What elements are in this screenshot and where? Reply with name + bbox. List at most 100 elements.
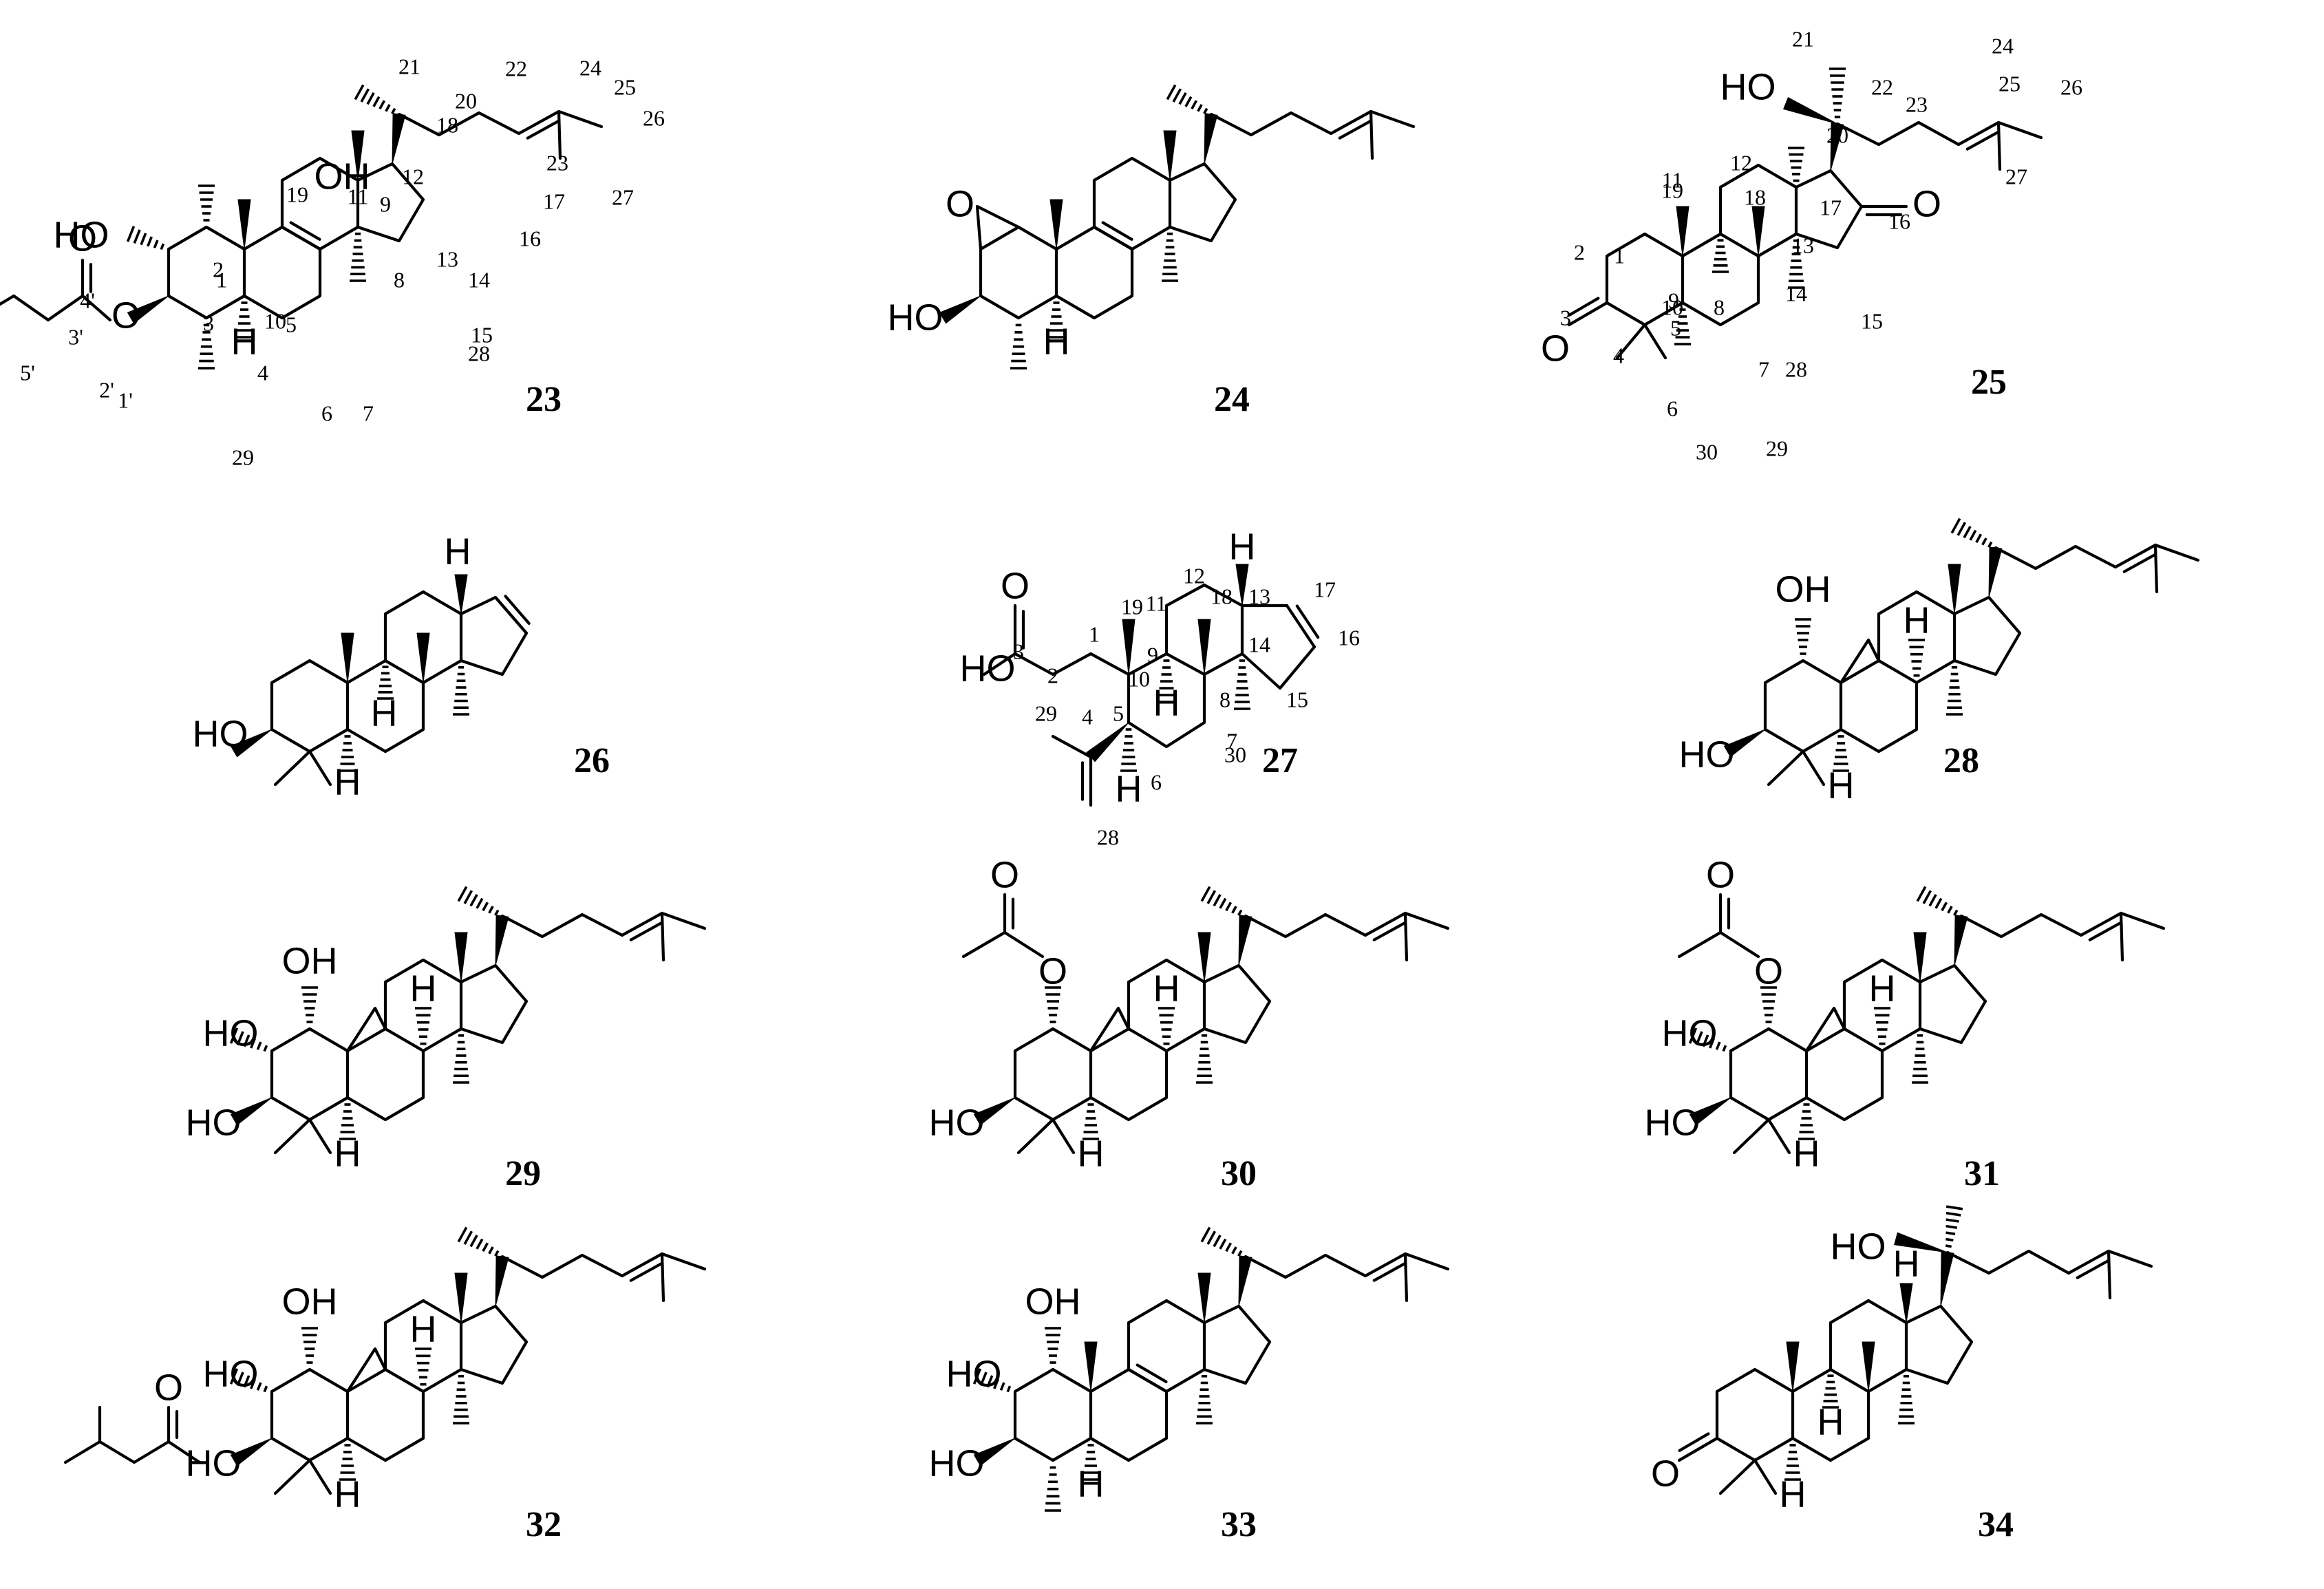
bond xyxy=(345,1367,425,1462)
atom-label-hydroxyl: HO xyxy=(1720,66,1776,107)
bond xyxy=(1767,1118,1791,1155)
atom-label-hydrogen: H xyxy=(1153,682,1180,723)
locant-label: 16 xyxy=(1888,209,1910,233)
hashed-bond xyxy=(453,1034,469,1084)
wedge-bond xyxy=(1086,722,1129,762)
hashed-bond xyxy=(1898,1374,1915,1425)
compound-number: 32 xyxy=(526,1505,562,1544)
atom-label-hydroxyl_r: OH xyxy=(282,1281,338,1322)
wedge-bond xyxy=(1235,564,1249,606)
atom-label-hydrogen: H xyxy=(410,1308,437,1350)
locant-label: 5 xyxy=(1670,315,1681,340)
wedge-bond xyxy=(230,1097,273,1126)
locant-label: 5 xyxy=(286,312,297,337)
wedge-bond xyxy=(973,1097,1016,1126)
locant-label: 12 xyxy=(402,164,424,189)
locant-label: 10 xyxy=(1661,295,1683,319)
wedge-bond xyxy=(351,130,365,181)
hashed-bond xyxy=(453,665,469,716)
locant-label: 6 xyxy=(321,401,332,425)
bond xyxy=(1681,232,1760,327)
bond xyxy=(2107,1249,2153,1268)
hashed-bond xyxy=(1829,67,1846,118)
wedge-bond xyxy=(127,295,169,324)
atom-label-hydrogen: H xyxy=(1078,1133,1105,1174)
bond xyxy=(1338,120,1372,140)
atom-label-hydroxyl_r: OH xyxy=(1025,1281,1081,1322)
wedge-bond xyxy=(1197,619,1211,675)
locant-label: 1 xyxy=(1089,621,1100,646)
wedge-bond xyxy=(1084,1341,1098,1392)
hashed-bond xyxy=(301,1327,318,1364)
locant-label: 19 xyxy=(286,182,308,206)
bond xyxy=(2153,543,2200,562)
atom-label-hydrogen: H xyxy=(445,531,471,572)
bond xyxy=(1089,1367,1169,1462)
atom-label-hydroxyl: HO xyxy=(960,648,1016,689)
bond xyxy=(1718,163,1798,258)
locant-label: 29 xyxy=(232,445,254,469)
bond xyxy=(660,911,707,930)
locant-label: 18 xyxy=(1211,584,1233,608)
bond xyxy=(273,749,312,787)
atom-label-hydrogen: H xyxy=(1780,1473,1806,1515)
bond xyxy=(1718,1458,1757,1495)
bond xyxy=(1994,544,2118,570)
bond xyxy=(289,221,321,241)
wedge-bond xyxy=(1204,113,1218,164)
locant-label: 12 xyxy=(1183,563,1205,588)
bond xyxy=(459,963,529,1045)
bond xyxy=(1996,120,2002,171)
locant-label: 26 xyxy=(643,105,665,130)
locant-label: 20 xyxy=(455,88,477,113)
atom-label-hydrogen: H xyxy=(1904,599,1930,641)
atom-label-hydrogen: H xyxy=(1153,968,1180,1009)
locant-label: 24 xyxy=(1992,33,2014,58)
hashed-bond xyxy=(415,1007,431,1045)
atom-label-hydroxyl: HO xyxy=(203,1353,259,1394)
compound-number: 34 xyxy=(1978,1505,2014,1544)
locant-label: 14 xyxy=(1248,632,1270,657)
wedge-bond xyxy=(341,632,354,683)
atom-label-hydroxyl_r: OH xyxy=(1776,568,1831,610)
locant-label: 5 xyxy=(1113,701,1124,725)
bond xyxy=(961,930,1045,959)
bond xyxy=(1677,930,1760,959)
atom-label-oxygen: O xyxy=(990,854,1019,895)
atom-label-hydrogen: H xyxy=(334,1473,361,1515)
locant-label: 7 xyxy=(1226,728,1237,753)
atom-label-hydroxyl: HO xyxy=(186,1442,242,1484)
hashed-bond xyxy=(339,1103,356,1140)
bond xyxy=(1842,958,1922,1053)
locant-label: 29 xyxy=(1766,436,1788,460)
bond xyxy=(1101,221,1133,241)
bond xyxy=(2119,911,2124,962)
bond xyxy=(2079,911,2123,937)
bond xyxy=(280,225,322,251)
hashed-bond xyxy=(1196,1374,1213,1425)
bond xyxy=(1996,120,2043,140)
wedge-bond xyxy=(1676,206,1689,257)
bond xyxy=(1329,109,1373,136)
bond xyxy=(2119,911,2166,930)
hashed-bond xyxy=(1822,1374,1839,1409)
atom-label-hydrogen: H xyxy=(1043,321,1070,362)
bond xyxy=(345,1006,387,1053)
hashed-bond xyxy=(1200,886,1243,917)
bond xyxy=(1835,120,1961,147)
locant-label: 22 xyxy=(505,56,527,81)
bond xyxy=(273,1118,312,1155)
hashed-bond xyxy=(1688,1027,1727,1052)
bond xyxy=(1369,109,1416,129)
locant-label: 13 xyxy=(436,246,458,271)
bond xyxy=(1202,1304,1272,1385)
locant-label: 15 xyxy=(1286,687,1308,712)
bond xyxy=(1051,734,1093,759)
locant-label: 1 xyxy=(1614,243,1625,268)
atom-label-hydroxyl: HO xyxy=(929,1442,985,1484)
